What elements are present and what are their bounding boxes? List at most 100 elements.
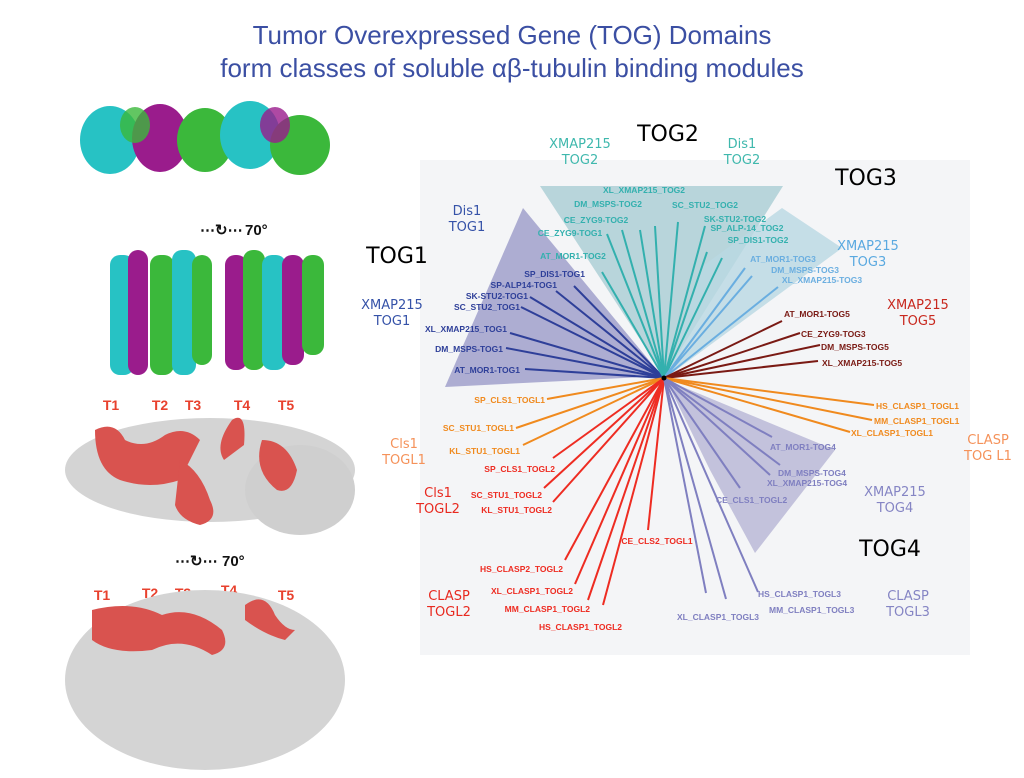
branch-xl-xmap215-tog3 (663, 286, 779, 379)
leaf-label: AT_MOR1-TOG3 (750, 254, 816, 264)
leaf-label: AT_MOR1-TOG2 (540, 251, 606, 261)
leaf-label: DM_MSPS-TOG3 (771, 265, 839, 275)
title-line-2: form classes of soluble αβ-tubulin bindi… (220, 53, 804, 83)
branch-at-mor1-tog3 (663, 267, 746, 379)
branch-ce-zyg9-tog3 (663, 332, 801, 379)
leaf-label: AT_MOR1-TOG4 (770, 442, 836, 452)
branch-sc-stu2-tog2 (663, 221, 679, 379)
branch-xl-xmap215-tog4 (663, 377, 771, 476)
surface-t-labels-1: T1 T2 T3 T4 T5 (103, 397, 295, 413)
branch-mm-clasp1-togl2 (587, 377, 665, 601)
tog1-clade-triangle (445, 208, 662, 387)
t1-label: T1 (103, 397, 120, 413)
group-label: XMAP215 (837, 239, 899, 254)
tog4-class-label: TOG4 (858, 537, 921, 562)
group-label: TOG L1 (963, 449, 1012, 464)
leaf-label: SP-ALP14-TOG1 (491, 280, 558, 290)
leaf-label: SP_CLS1_TOGL1 (474, 395, 545, 405)
leaf-label: XL_XMAP215-TOG5 (822, 358, 902, 368)
group-label: TOGL2 (415, 502, 460, 517)
branch-hs-clasp1-togl2 (602, 377, 665, 606)
branch-ce-cls2-togl1 (647, 377, 665, 531)
group-label: TOG2 (561, 153, 599, 168)
tog2-class-label: TOG2 (636, 122, 699, 147)
title-line-1: Tumor Overexpressed Gene (TOG) Domains (252, 20, 772, 50)
group-label: Cls1 (424, 486, 452, 501)
branch-kl-stu1-togl1 (522, 377, 665, 446)
svg-text:⋯↻⋯: ⋯↻⋯ (200, 222, 243, 239)
branch-sp-dis1-tog1 (573, 285, 665, 379)
branch-kl-stu1-togl2 (552, 377, 665, 503)
rotation-indicator-1: ⋯↻⋯ 70° (200, 222, 268, 239)
leaf-label: XL_CLASP1_TOGL2 (491, 586, 573, 596)
leaf-label: KL_STU1_TOGL1 (449, 446, 520, 456)
group-label: XMAP215 (361, 298, 423, 313)
tree-branches (505, 221, 875, 606)
leaf-label: DM_MSPS-TOG4 (778, 468, 846, 478)
branch-mm-clasp1-togl1 (663, 377, 873, 421)
leaf-label: KL_STU1_TOGL2 (481, 505, 552, 515)
branch-hs-clasp1-togl3 (663, 377, 759, 593)
t5-label: T5 (278, 587, 295, 603)
group-label: TOGL3 (885, 605, 930, 620)
leaf-label: DM_MSPS-TOG5 (821, 342, 889, 352)
leaf-label: MM_CLASP1_TOGL1 (874, 416, 960, 426)
leaf-label: SP_ALP-14_TOG2 (710, 223, 783, 233)
branch-at-mor1-tog4 (663, 377, 773, 438)
leaf-label: CE_ZYG9-TOG2 (564, 215, 629, 225)
group-labels: XMAP215TOG2Dis1TOG2XMAP215TOG3Dis1TOG1XM… (361, 137, 1012, 620)
leaf-label: DM_MSPS-TOG2 (574, 199, 642, 209)
group-label: CLASP (428, 589, 470, 604)
group-label: TOG3 (849, 255, 887, 270)
group-label: CLASP (887, 589, 929, 604)
leaf-label: AT_MOR1-TOG1 (454, 365, 520, 375)
leaf-label: HS_CLASP1_TOGL2 (539, 622, 622, 632)
branch-sc-stu1-togl2 (543, 377, 665, 489)
cartoon-structure-top (80, 101, 330, 175)
branch-at-mor1-tog5 (663, 320, 783, 379)
t4-label: T4 (234, 397, 251, 413)
leaf-label: XL_XMAP215_TOG2 (603, 185, 685, 195)
branch-sp-alp-14-tog2 (663, 251, 708, 379)
leaf-label: CE_CLS1_TOGL2 (716, 495, 787, 505)
leaf-label: DM_MSPS-TOG1 (435, 344, 503, 354)
rotation-angle-1: 70° (245, 222, 268, 239)
t1-label: T1 (94, 587, 111, 603)
group-label: TOG2 (723, 153, 761, 168)
leaf-label: XL_XMAP215-TOG3 (782, 275, 862, 285)
branch-dm-msps-tog2 (639, 229, 665, 379)
leaf-label: CE_ZYG9-TOG3 (801, 329, 866, 339)
cartoon-structure-side (110, 250, 324, 375)
leaf-label: CE_CLS2_TOGL1 (621, 536, 692, 546)
leaf-label: SP_DIS1-TOG1 (524, 269, 585, 279)
t2-label: T2 (152, 397, 169, 413)
surface-structure-1 (65, 417, 355, 535)
svg-text:⋯↻⋯: ⋯↻⋯ (175, 553, 218, 570)
group-label: CLASP (967, 433, 1009, 448)
leaf-label: XL_XMAP215_TOG1 (425, 324, 507, 334)
branch-ce-zyg9-tog2 (621, 229, 665, 379)
branch-sk-stu2-tog2 (663, 225, 706, 379)
t5-label: T5 (278, 397, 295, 413)
leaf-label: SC_STU1_TOGL1 (443, 423, 514, 433)
tog2-clade-triangle (540, 186, 783, 376)
leaf-label: SC_STU2_TOG1 (454, 302, 520, 312)
branch-xl-clasp1-togl1 (663, 377, 851, 433)
leaf-label: SC_STU1_TOGL2 (471, 490, 542, 500)
branch-at-mor1-tog1 (524, 368, 665, 379)
branch-sc-stu1-togl1 (515, 377, 665, 429)
branch-sp-cls1-togl2 (552, 377, 665, 459)
surface-structure-2 (65, 590, 345, 770)
group-label: XMAP215 (864, 485, 926, 500)
branch-at-mor1-tog2 (601, 271, 665, 379)
leaf-label: HS_CLASP1_TOGL3 (758, 589, 841, 599)
group-label: Dis1 (728, 137, 757, 152)
group-label: TOG1 (373, 314, 411, 329)
leaf-label: HS_CLASP1_TOGL1 (876, 401, 959, 411)
group-label: TOG5 (899, 314, 937, 329)
branch-mm-clasp1-togl3 (663, 377, 727, 600)
tog1-class-label: TOG1 (365, 244, 428, 269)
leaf-label: SP_CLS1_TOGL2 (484, 464, 555, 474)
branch-ce-cls1-togl2 (663, 377, 741, 489)
